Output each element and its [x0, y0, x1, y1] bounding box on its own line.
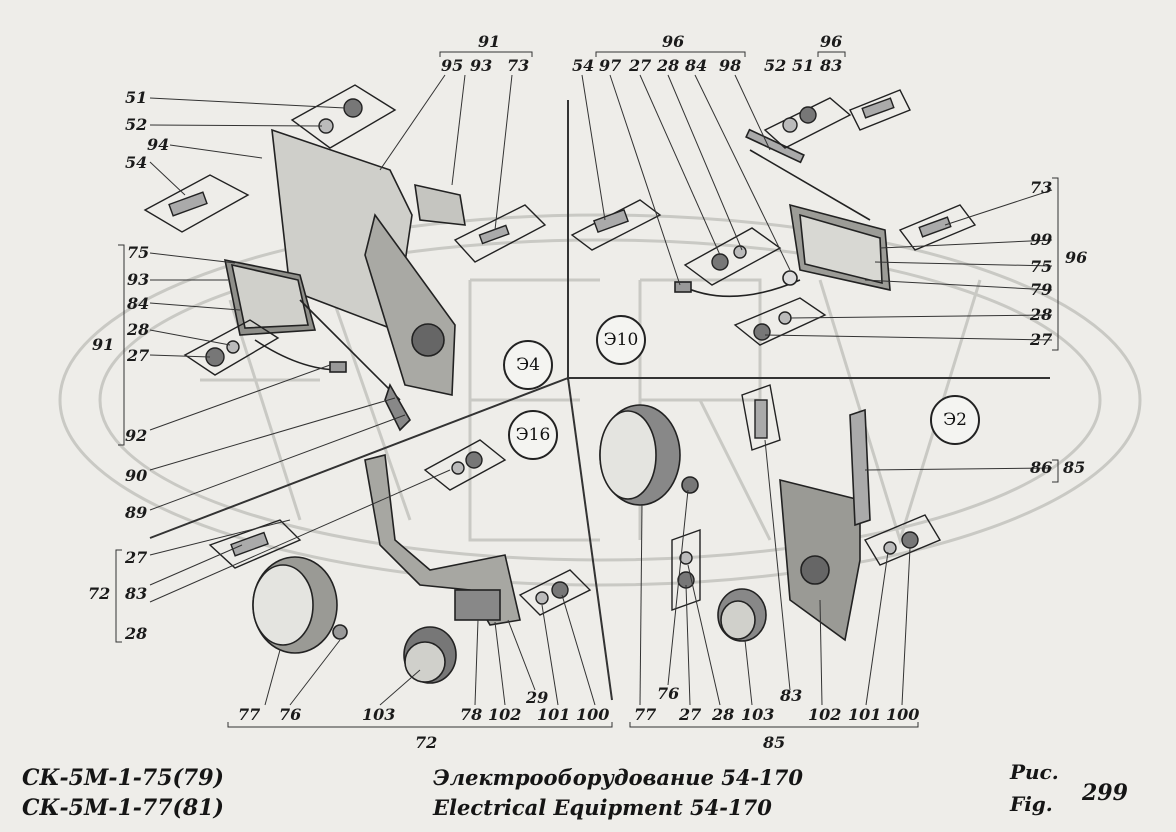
callout: 94: [147, 135, 170, 154]
callout: 83: [125, 584, 148, 603]
callout: 51: [125, 88, 148, 107]
callout: 84: [127, 294, 150, 313]
callout: 28: [657, 56, 680, 75]
callout: 96: [820, 32, 843, 51]
callout: 93: [127, 270, 150, 289]
callout: 83: [780, 686, 803, 705]
callout: 96: [1065, 248, 1088, 267]
callout: 98: [719, 56, 742, 75]
callout: 76: [657, 684, 680, 703]
callout: 100: [886, 705, 920, 724]
callout: 93: [470, 56, 493, 75]
callout: 28: [125, 624, 148, 643]
upper-left-leaders: [118, 74, 513, 511]
callout: 75: [127, 243, 150, 262]
callout: 28: [712, 705, 735, 724]
fig-label-en: Fig.: [1010, 792, 1053, 816]
callout: 54: [572, 56, 595, 75]
title-ru: Электрооборудование 54-170: [433, 765, 804, 790]
callout: 102: [488, 705, 522, 724]
callout: 27: [629, 56, 652, 75]
callout: 84: [685, 56, 708, 75]
callout: 27: [679, 705, 702, 724]
callout: 77: [238, 705, 261, 724]
lower-right-assembly: [599, 404, 871, 642]
callout: 83: [820, 56, 843, 75]
callout: 75: [1030, 257, 1053, 276]
section-marker-e10: Э10: [596, 315, 646, 365]
callout: 78: [460, 705, 483, 724]
callout: 77: [634, 705, 657, 724]
lower-right-leaders: [629, 439, 1059, 728]
fig-number: 299: [1082, 780, 1128, 806]
lower-left-assembly: [252, 454, 521, 684]
callout: 85: [1063, 458, 1086, 477]
section-dividers: [149, 100, 1050, 701]
callout: 95: [441, 56, 464, 75]
callout: 103: [362, 705, 396, 724]
watermark: [58, 213, 1142, 587]
callout: 51: [792, 56, 815, 75]
model-line-2: СК-5М-1-77(81): [22, 795, 224, 821]
upper-left-assembly: [223, 128, 466, 432]
section-marker-e16: Э16: [508, 410, 558, 460]
model-line-1: СК-5М-1-75(79): [22, 765, 224, 791]
title-en: Electrical Equipment 54-170: [433, 795, 772, 820]
callout: 79: [1030, 280, 1053, 299]
callout: 52: [764, 56, 787, 75]
callout: 54: [125, 153, 148, 172]
callout: 27: [1030, 330, 1053, 349]
callout: 27: [127, 346, 150, 365]
callout: 72: [415, 733, 438, 752]
callout: 73: [1030, 178, 1053, 197]
callout: 89: [125, 503, 148, 522]
lower-right-hardware: [671, 384, 942, 611]
lower-left-hardware: [208, 439, 592, 616]
callout: 76: [279, 705, 302, 724]
callout: 90: [125, 466, 148, 485]
upper-right-assembly: [674, 128, 891, 298]
callout: 85: [763, 733, 786, 752]
callout: 100: [576, 705, 610, 724]
callout: 52: [125, 115, 148, 134]
callout: 28: [127, 320, 150, 339]
callout: 91: [478, 32, 501, 51]
upper-left-hardware: [143, 84, 547, 376]
callout: 101: [848, 705, 882, 724]
callout: 28: [1030, 305, 1053, 324]
callout: 101: [537, 705, 571, 724]
callout: 86: [1030, 458, 1053, 477]
callout: 102: [808, 705, 842, 724]
callout: 91: [92, 335, 115, 354]
callout: 27: [125, 548, 148, 567]
upper-right-leaders: [439, 51, 1059, 351]
callout: 92: [125, 426, 148, 445]
section-marker-e2: Э2: [930, 395, 980, 445]
callout: 73: [507, 56, 530, 75]
upper-right-hardware: [570, 89, 977, 346]
fig-label-ru: Рис.: [1010, 760, 1059, 784]
callout: 97: [599, 56, 622, 75]
callout: 72: [88, 584, 111, 603]
callout: 96: [662, 32, 685, 51]
callout: 99: [1030, 230, 1053, 249]
callout: 29: [526, 688, 549, 707]
callout: 103: [741, 705, 775, 724]
lower-left-leaders: [115, 469, 613, 728]
section-marker-e4: Э4: [503, 340, 553, 390]
